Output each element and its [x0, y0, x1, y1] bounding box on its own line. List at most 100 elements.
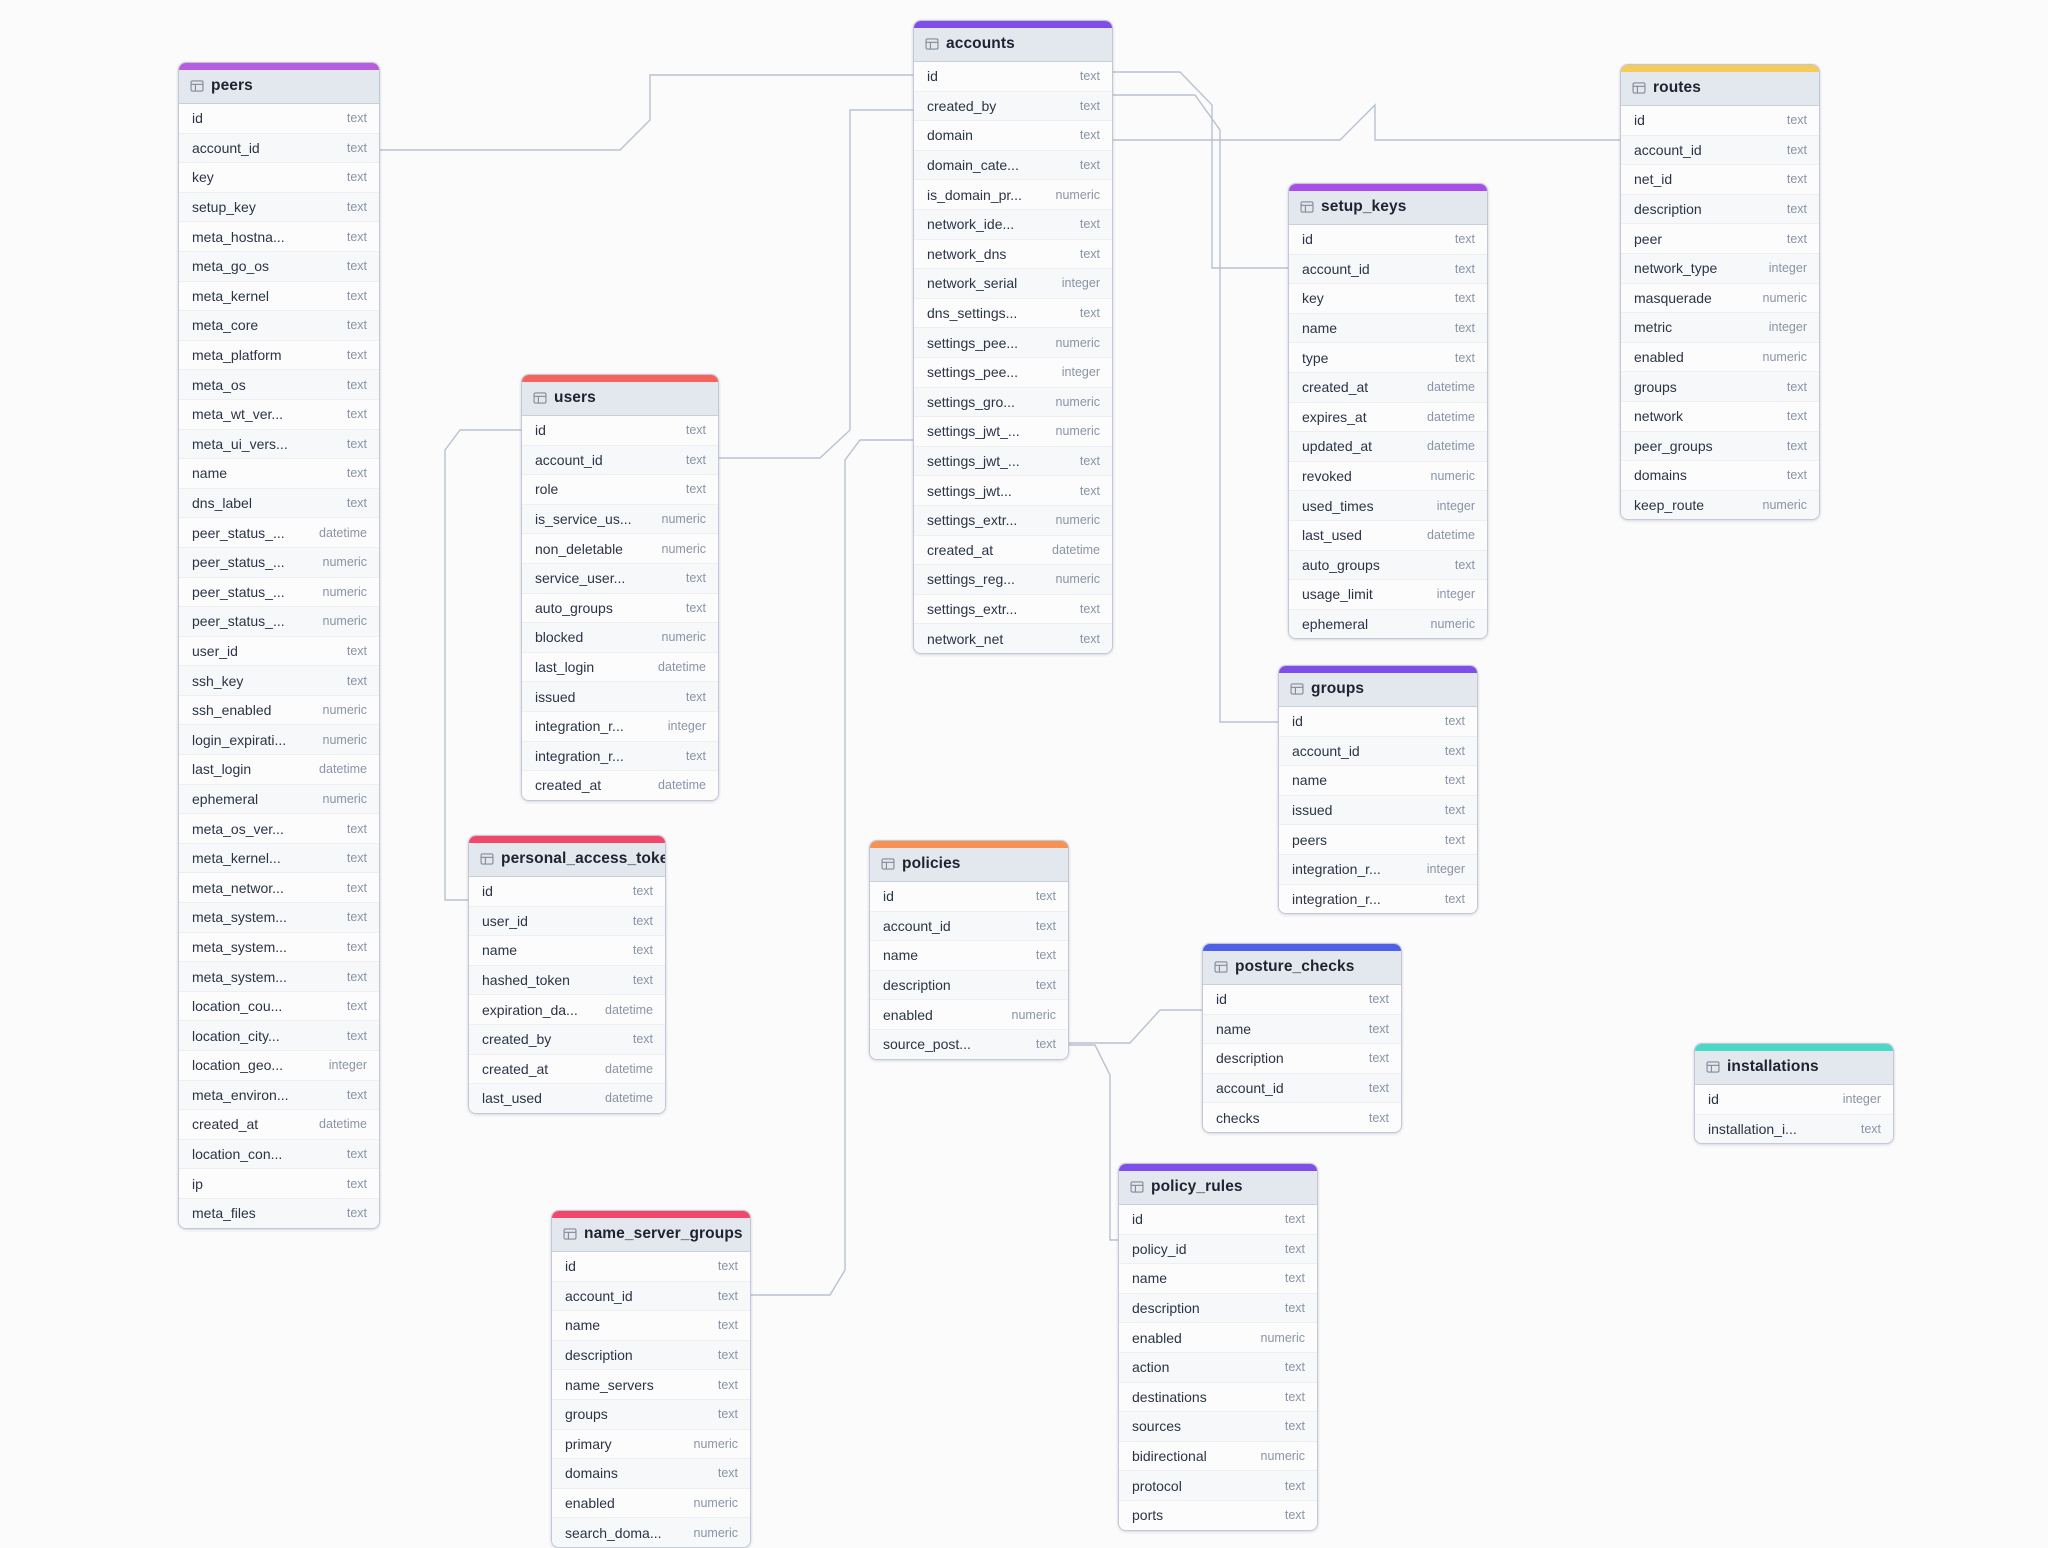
- table-header-accounts[interactable]: accounts: [914, 28, 1112, 62]
- table-row[interactable]: meta_system...text: [179, 962, 379, 992]
- table-header-groups[interactable]: groups: [1279, 673, 1477, 707]
- table-row[interactable]: is_service_us...numeric: [522, 504, 718, 535]
- table-header-policies[interactable]: policies: [870, 848, 1068, 882]
- table-row[interactable]: service_user...text: [522, 563, 718, 594]
- table-header-routes[interactable]: routes: [1621, 72, 1819, 106]
- table-row[interactable]: meta_environ...text: [179, 1080, 379, 1111]
- table-row[interactable]: integration_r...text: [522, 741, 718, 772]
- table-row[interactable]: settings_reg...numeric: [914, 565, 1112, 595]
- table-row[interactable]: meta_wt_ver...text: [179, 399, 379, 430]
- table-row[interactable]: meta_networ...text: [179, 873, 379, 904]
- table-row[interactable]: search_doma...numeric: [552, 1518, 750, 1547]
- table-row[interactable]: integration_r...integer: [1279, 854, 1477, 885]
- table-row[interactable]: settings_jwt_...text: [914, 446, 1112, 477]
- table-card-personal_access_tokens[interactable]: personal_access_tokensidtextuser_idtextn…: [468, 835, 666, 1114]
- table-header-users[interactable]: users: [522, 382, 718, 416]
- table-row[interactable]: login_expirati...numeric: [179, 725, 379, 756]
- table-row[interactable]: settings_pee...integer: [914, 357, 1112, 388]
- table-header-name_server_groups[interactable]: name_server_groups: [552, 1218, 750, 1252]
- table-row[interactable]: network_ide...text: [914, 209, 1112, 240]
- table-row[interactable]: meta_system...text: [179, 903, 379, 933]
- table-row[interactable]: settings_extr...numeric: [914, 505, 1112, 536]
- table-row[interactable]: settings_gro...numeric: [914, 387, 1112, 418]
- table-row[interactable]: meta_os_ver...text: [179, 814, 379, 844]
- table-row[interactable]: peer_status_...numeric: [179, 547, 379, 578]
- table-header-policy_rules[interactable]: policy_rules: [1119, 1171, 1317, 1205]
- table-row[interactable]: installation_i...text: [1695, 1114, 1893, 1144]
- table-row[interactable]: settings_extr...text: [914, 594, 1112, 625]
- table-row[interactable]: meta_system...text: [179, 932, 379, 963]
